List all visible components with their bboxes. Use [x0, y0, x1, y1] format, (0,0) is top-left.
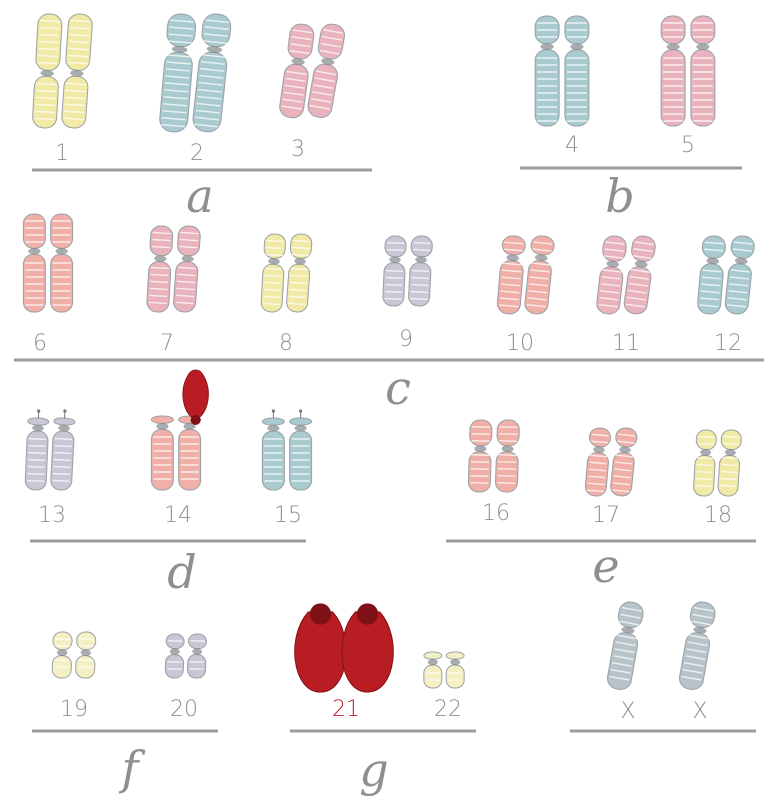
chromosome-11-pair-10	[596, 235, 657, 315]
chromosome-12-pair-11	[697, 235, 755, 315]
chromosome-label-17: 18	[704, 503, 732, 528]
chromosome-14-pair-13	[151, 370, 208, 490]
chromosome-4-pair-3	[535, 16, 589, 126]
chromosome-22-pair-21	[424, 652, 464, 688]
translocated-chromosome-21	[183, 370, 208, 420]
chromosome-x-pair-22	[606, 600, 645, 691]
group-label-a: a	[186, 169, 213, 223]
group-label-d: d	[167, 545, 196, 599]
chromosome-label-10: 11	[612, 331, 640, 356]
chromosome-label-18: 19	[60, 697, 88, 722]
chromosome-label-13: 14	[164, 503, 192, 528]
chromosome-label-6: 7	[160, 331, 174, 356]
chromosome-7-pair-6	[146, 225, 200, 312]
chromosome-label-3: 4	[565, 133, 579, 158]
chromosome-label-14: 15	[274, 503, 302, 528]
chromosome-9-pair-8	[383, 235, 433, 306]
chromosome-label-15: 16	[482, 501, 510, 526]
chromosome-3-pair-2	[278, 22, 346, 119]
group-label-b: b	[605, 169, 634, 223]
chromosome-16-pair-15	[468, 420, 519, 493]
chromosome-19-pair-18	[52, 632, 96, 679]
chromosome-label-2: 3	[291, 137, 305, 162]
group-label-e: e	[592, 539, 619, 593]
chromosome-1-pair-0	[32, 13, 93, 128]
chromosome-13-pair-12	[25, 409, 76, 491]
chromosome-17-pair-16	[585, 427, 638, 497]
chromosome-6-pair-5	[23, 214, 72, 312]
chromosome-2-pair-1	[159, 13, 232, 133]
chromosome-label-1: 2	[190, 141, 204, 166]
chromosome-label-7: 8	[279, 331, 293, 356]
group-label-c: c	[385, 361, 411, 415]
chromosome-label-0: 1	[55, 141, 69, 166]
chromosome-label-16: 17	[592, 503, 620, 528]
chromosome-label-11: 12	[714, 331, 742, 356]
chromosome-label-9: 10	[506, 331, 534, 356]
chromosome-5-pair-4	[661, 16, 715, 126]
chromosome-label-12: 13	[38, 503, 66, 528]
chromosome-label-4: 5	[681, 133, 695, 158]
chromosome-21-pair-20	[295, 603, 393, 692]
chromosome-label-20: 21	[332, 697, 360, 722]
chromosome-label-19: 20	[170, 697, 198, 722]
chromosome-18-pair-17	[693, 429, 742, 496]
chromosome-10-pair-9	[497, 235, 555, 315]
chromosome-label-5: 6	[33, 331, 47, 356]
chromosome-label-22: X	[620, 699, 635, 724]
chromosome-x-pair-23	[678, 600, 717, 691]
chromosome-15-pair-14	[262, 409, 311, 490]
chromosome-8-pair-7	[261, 233, 313, 312]
group-label-f: f	[118, 741, 145, 795]
group-label-g: g	[359, 743, 388, 797]
chromosome-label-8: 9	[399, 327, 413, 352]
chromosome-20-pair-19	[165, 634, 207, 679]
chromosome-label-21: 22	[434, 697, 462, 722]
chromosome-label-23: X	[692, 699, 707, 724]
